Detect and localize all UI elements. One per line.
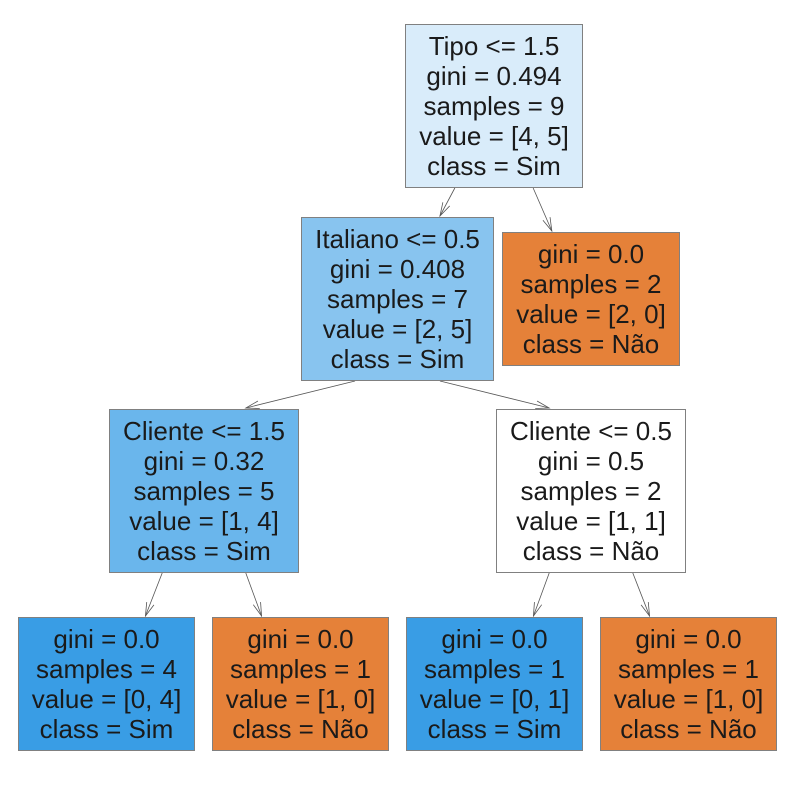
tree-edge-n0-n2: [532, 187, 553, 232]
node-line-1: Italiano <= 0.5: [315, 224, 480, 254]
node-line-2: samples = 1: [618, 654, 759, 684]
node-line-5: class = Sim: [427, 151, 561, 181]
tree-edge-arrowhead: [244, 400, 260, 409]
node-line-3: value = [0, 1]: [419, 684, 570, 714]
node-line-3: samples = 7: [327, 284, 468, 314]
tree-edge-arrowhead: [144, 602, 155, 618]
node-line-4: value = [1, 1]: [516, 506, 666, 536]
node-line-2: samples = 1: [424, 654, 565, 684]
node-line-1: gini = 0.0: [537, 239, 645, 269]
node-line-4: class = Não: [620, 714, 757, 744]
tree-edge-n3-n5: [145, 572, 163, 617]
tree-edge-arrowhead: [532, 602, 543, 618]
node-line-3: value = [2, 0]: [516, 299, 666, 329]
node-line-3: samples = 9: [423, 91, 565, 121]
tree-node-root: Tipo <= 1.5 gini = 0.494 samples = 9 val…: [405, 24, 583, 188]
tree-edge-arrowhead: [439, 202, 450, 218]
tree-edge-arrowhead: [535, 400, 551, 409]
tree-leaf-nao: gini = 0.0 samples = 1 value = [1, 0] cl…: [600, 617, 777, 751]
node-line-2: gini = 0.5: [537, 446, 645, 476]
node-line-1: gini = 0.0: [635, 624, 742, 654]
node-line-1: Tipo <= 1.5: [428, 31, 560, 61]
tree-edge-n4-n8: [632, 572, 650, 617]
node-line-1: Cliente <= 0.5: [510, 416, 672, 446]
tree-leaf-nao: gini = 0.0 samples = 2 value = [2, 0] cl…: [502, 232, 680, 366]
node-line-2: samples = 1: [230, 654, 371, 684]
node-line-1: gini = 0.0: [441, 624, 548, 654]
tree-edge-n3-n6: [245, 572, 262, 617]
tree-edge-arrowhead: [640, 602, 651, 618]
tree-edge-n1-n3: [245, 380, 356, 409]
node-line-2: samples = 2: [520, 269, 662, 299]
node-line-2: gini = 0.408: [329, 254, 466, 284]
node-line-4: class = Não: [232, 714, 369, 744]
node-line-4: class = Sim: [39, 714, 174, 744]
node-line-3: samples = 5: [133, 476, 275, 506]
node-line-5: class = Sim: [330, 344, 465, 374]
node-line-4: value = [1, 4]: [129, 506, 279, 536]
tree-edge-n0-n1: [439, 187, 456, 217]
node-line-4: value = [4, 5]: [419, 121, 569, 151]
node-line-4: class = Não: [522, 329, 660, 359]
tree-leaf-sim: gini = 0.0 samples = 4 value = [0, 4] cl…: [18, 617, 195, 751]
tree-edge-arrowhead: [542, 217, 553, 233]
node-line-3: value = [0, 4]: [31, 684, 182, 714]
node-line-2: samples = 4: [36, 654, 177, 684]
node-line-4: value = [2, 5]: [322, 314, 473, 344]
node-line-2: gini = 0.494: [426, 61, 562, 91]
tree-leaf-sim: gini = 0.0 samples = 1 value = [0, 1] cl…: [406, 617, 583, 751]
tree-node-cliente-split-left: Cliente <= 1.5 gini = 0.32 samples = 5 v…: [109, 409, 299, 573]
tree-leaf-nao: gini = 0.0 samples = 1 value = [1, 0] cl…: [212, 617, 389, 751]
node-line-1: gini = 0.0: [53, 624, 160, 654]
node-line-1: Cliente <= 1.5: [123, 416, 285, 446]
node-line-3: samples = 2: [520, 476, 662, 506]
tree-edge-n1-n4: [439, 380, 550, 409]
node-line-5: class = Sim: [137, 536, 271, 566]
node-line-3: value = [1, 0]: [613, 684, 764, 714]
tree-node-cliente-split-right: Cliente <= 0.5 gini = 0.5 samples = 2 va…: [496, 409, 686, 573]
node-line-5: class = Não: [522, 536, 660, 566]
tree-edge-arrowhead: [252, 602, 263, 618]
node-line-4: class = Sim: [427, 714, 562, 744]
tree-edge-n4-n7: [533, 572, 550, 617]
node-line-3: value = [1, 0]: [225, 684, 376, 714]
node-line-2: gini = 0.32: [143, 446, 265, 476]
node-line-1: gini = 0.0: [247, 624, 354, 654]
tree-node-italiano-split: Italiano <= 0.5 gini = 0.408 samples = 7…: [301, 217, 494, 381]
